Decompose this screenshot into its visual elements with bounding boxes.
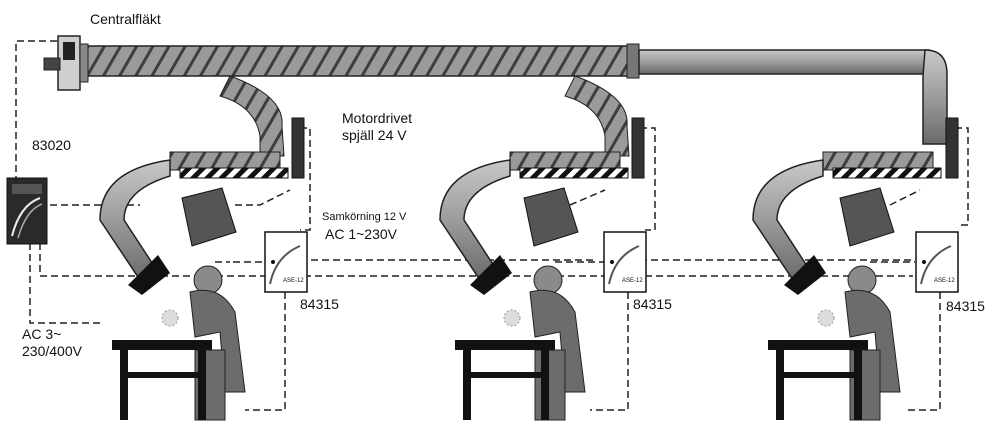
wiring	[15, 40, 969, 411]
ase-id-label-2: 84315	[633, 296, 672, 312]
ase-box-1	[264, 231, 308, 293]
ase-badge-1: ASE-12	[283, 278, 304, 284]
main-duct	[69, 43, 948, 145]
samkorning-label: Samkörning 12 V	[322, 211, 407, 223]
fan-label: Centralfläkt	[90, 11, 161, 27]
controller-id-label: 83020	[32, 137, 71, 153]
controller-unit	[6, 177, 48, 245]
central-fan	[43, 35, 89, 91]
ase-badge-3: ASE-12	[934, 278, 955, 284]
ase-box-3	[915, 231, 959, 293]
station-3	[752, 117, 959, 421]
supply-three-label-line2: 230/400V	[22, 343, 82, 359]
ase-id-label-1: 84315	[300, 296, 339, 312]
damper-label-line2: spjäll 24 V	[342, 127, 407, 143]
damper-label-line1: Motordrivet	[342, 110, 413, 126]
station-1	[99, 75, 305, 421]
station-2	[439, 75, 645, 421]
supply-single-label: AC 1~230V	[325, 226, 397, 242]
ase-badge-2: ASE-12	[622, 278, 643, 284]
ase-id-label-3: 84315	[946, 298, 985, 314]
supply-three-label-line1: AC 3~	[22, 326, 62, 342]
ase-box-2	[603, 231, 647, 293]
